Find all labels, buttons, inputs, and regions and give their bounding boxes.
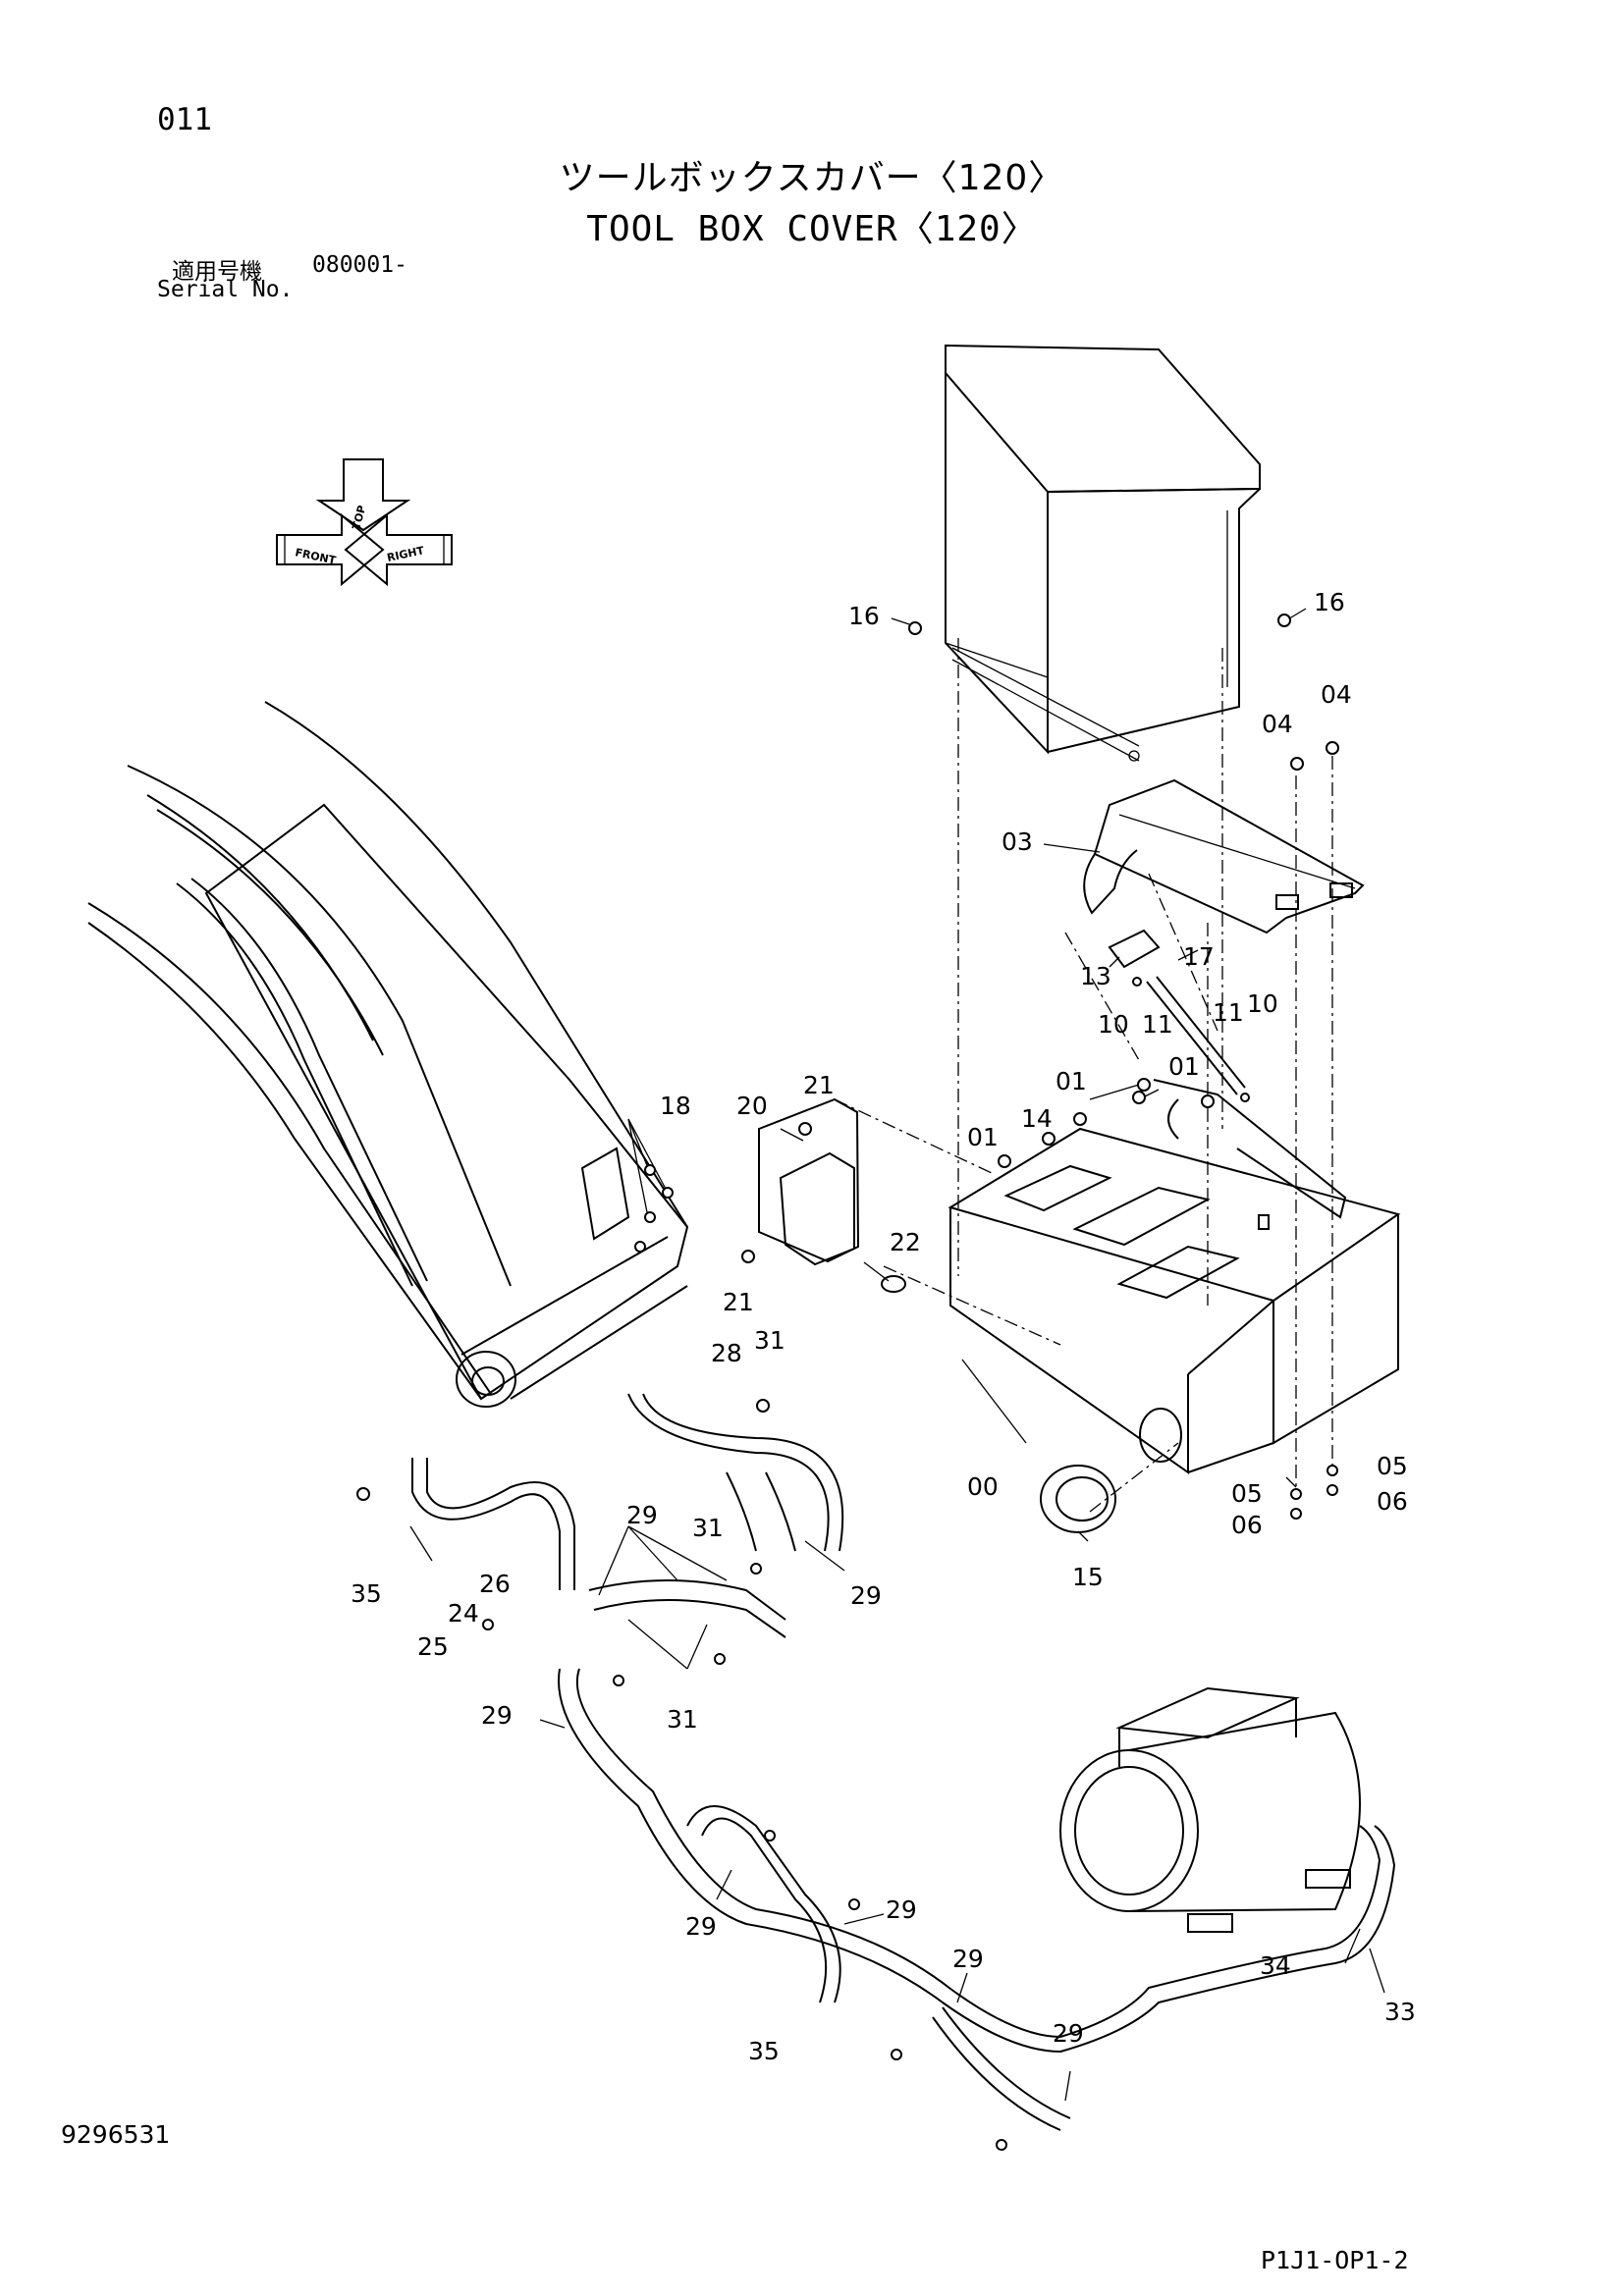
callout-06-left: 06 (1231, 1511, 1263, 1539)
callout-29-lower-left: 29 (685, 1912, 717, 1941)
callout-17: 17 (1183, 942, 1215, 971)
lid-part (1083, 778, 1365, 934)
title-english: TOOL BOX COVER〈120〉 (586, 209, 1038, 249)
callout-29-bottom-right: 29 (1053, 2019, 1084, 2048)
callout-25: 25 (417, 1632, 449, 1661)
right-label: RIGHT (386, 544, 426, 564)
callout-31-middle: 31 (692, 1514, 724, 1542)
callout-24: 24 (448, 1599, 479, 1628)
callout-11-left: 11 (1142, 1010, 1173, 1039)
title-japanese: ツールボックスカバー〈120〉 (559, 158, 1065, 198)
callout-16-right: 16 (1314, 588, 1345, 616)
callout-31-bottom: 31 (667, 1705, 698, 1734)
boom-part (87, 701, 689, 1408)
top-label: TOP (350, 504, 368, 530)
callout-11-right: 11 (1213, 998, 1244, 1027)
bolts (356, 614, 1339, 2151)
callout-29-lower-right: 29 (886, 1896, 917, 1924)
document-number: 9296531 (61, 2120, 171, 2149)
callout-20: 20 (736, 1092, 768, 1120)
serial-number-value: 080001- (312, 252, 407, 278)
callout-10-right: 10 (1247, 989, 1278, 1018)
callout-04-right: 04 (1321, 680, 1352, 709)
callout-04-left: 04 (1262, 710, 1293, 738)
callout-35-top: 35 (351, 1579, 382, 1608)
hinge-and-gas-spring (1108, 929, 1250, 1102)
callout-29-bottom: 29 (952, 1945, 984, 1973)
callout-10-left: 10 (1098, 1010, 1129, 1039)
callout-33: 33 (1384, 1998, 1416, 2026)
callout-35-bottom: 35 (748, 2037, 780, 2065)
callout-31-top: 31 (754, 1326, 785, 1355)
serial-label-english: Serial No. (157, 277, 294, 302)
callout-15: 15 (1072, 1563, 1104, 1591)
tool-box-main-part (947, 1079, 1401, 1474)
callout-01-right: 01 (1168, 1052, 1200, 1081)
callout-28: 28 (711, 1339, 742, 1367)
callout-05-left: 05 (1231, 1479, 1263, 1508)
callout-00: 00 (967, 1472, 999, 1501)
callout-22: 22 (890, 1228, 921, 1256)
serial-label-japanese: 適用号機 (172, 259, 262, 285)
callout-01-left: 01 (967, 1123, 999, 1151)
page-number: 011 (157, 102, 212, 137)
hose-assembly (411, 1393, 1396, 2131)
callout-03: 03 (1001, 828, 1033, 856)
leader-lines (409, 608, 1385, 2102)
callout-16-left: 16 (848, 602, 880, 630)
callout-13: 13 (1080, 962, 1111, 990)
page-code: P1J1-OP1-2 (1261, 2246, 1409, 2274)
callout-labels: 16 16 04 04 03 13 17 10 11 11 10 01 01 0… (351, 588, 1416, 2065)
orientation-arrows-icon: TOP FRONT RIGHT (276, 458, 453, 587)
bracket-part (758, 1097, 906, 1293)
callout-14: 14 (1021, 1104, 1053, 1133)
callout-18: 18 (660, 1092, 691, 1120)
callout-21-top: 21 (803, 1071, 835, 1099)
callout-05-right: 05 (1377, 1452, 1408, 1480)
callout-29-right: 29 (850, 1581, 882, 1610)
top-cover-part (945, 344, 1261, 762)
callout-29-left: 29 (481, 1701, 513, 1730)
motor-part (1059, 1686, 1361, 1933)
grommet-part (1040, 1465, 1116, 1533)
callout-21-bottom: 21 (723, 1288, 754, 1316)
callout-29-upper: 29 (626, 1501, 658, 1529)
callout-01-top: 01 (1056, 1067, 1087, 1095)
callout-34: 34 (1260, 1951, 1291, 1980)
callout-26: 26 (479, 1570, 511, 1598)
callout-06-right: 06 (1377, 1487, 1408, 1516)
